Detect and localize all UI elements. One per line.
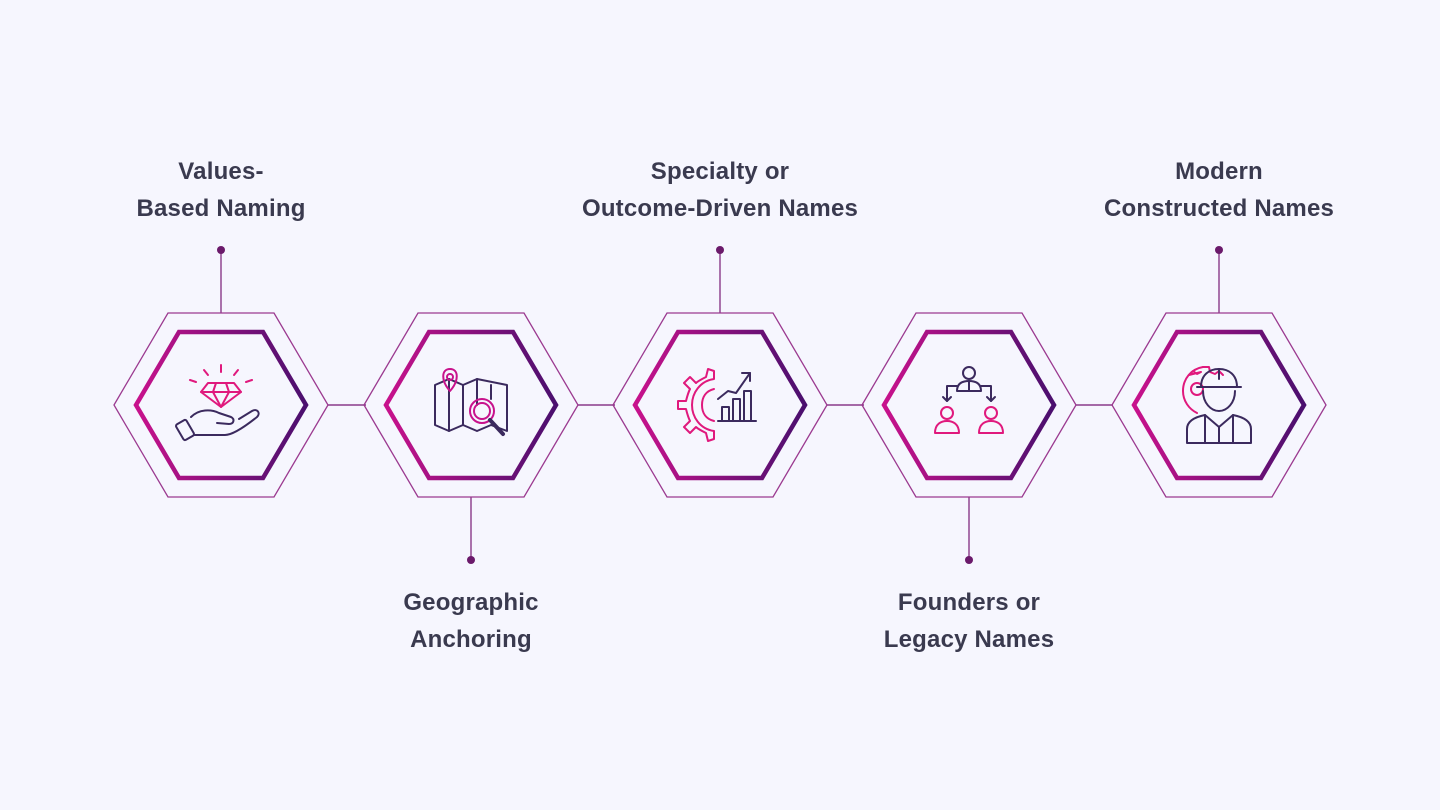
label-specialty-line2: Outcome-Driven Names [581,195,859,222]
hex-node-values [113,312,329,498]
label-modern: Modern Constructed Names [1049,153,1389,227]
leader-lines [217,246,1223,564]
engineer-gear-icon [1182,366,1252,444]
label-values-line1: Values- [178,158,264,185]
hex-node-modern [1111,312,1327,498]
label-modern-line2: Constructed Names [1103,195,1335,222]
label-specialty-line1: Specialty or [650,158,790,185]
hex-node-specialty [612,312,828,498]
label-values: Values- Based Naming [51,153,391,227]
label-geographic-line2: Anchoring [410,626,532,653]
label-geographic: Geographic Anchoring [301,584,641,658]
hex-node-founders [861,312,1077,498]
label-specialty: Specialty or Outcome-Driven Names [550,153,890,227]
diamond-hand-icon [175,364,260,442]
hierarchy-people-icon [934,366,1004,434]
label-modern-line1: Modern [1175,158,1263,185]
label-founders-line2: Legacy Names [883,626,1055,653]
gear-growth-chart-icon [677,368,757,442]
label-geographic-line1: Geographic [403,589,539,616]
label-values-line2: Based Naming [136,195,306,222]
label-founders: Founders or Legacy Names [799,584,1139,658]
hex-node-geographic [363,312,579,498]
label-founders-line1: Founders or [897,589,1041,616]
map-search-icon [434,368,508,436]
